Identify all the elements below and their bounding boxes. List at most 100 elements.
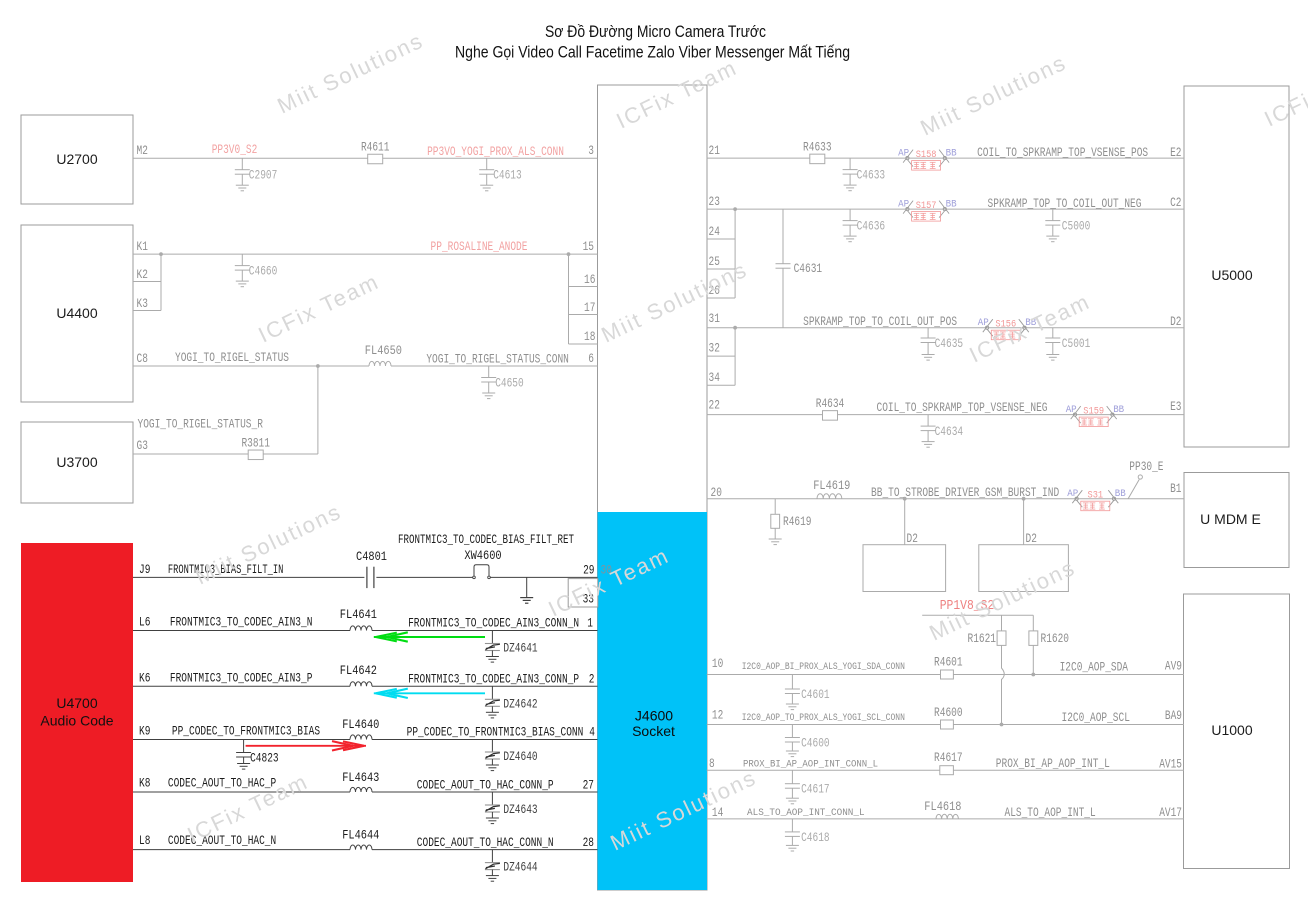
svg-text:U2700: U2700 (56, 151, 97, 167)
svg-text:C5000: C5000 (1062, 220, 1091, 234)
svg-text:PP_CODEC_TO_FRONTMIC3_BIAS: PP_CODEC_TO_FRONTMIC3_BIAS (172, 725, 320, 739)
svg-text:S31: S31 (1088, 490, 1104, 502)
svg-text:15: 15 (583, 240, 594, 254)
svg-text:C4601: C4601 (801, 688, 830, 702)
svg-text:PROX_BI_AP_AOP_INT_CONN_L: PROX_BI_AP_AOP_INT_CONN_L (743, 759, 878, 771)
svg-text:DZ4642: DZ4642 (503, 697, 537, 711)
svg-text:U MDM E: U MDM E (1200, 511, 1261, 527)
svg-text:J4600: J4600 (635, 708, 673, 724)
svg-text:R4601: R4601 (934, 656, 963, 670)
svg-text:12: 12 (712, 709, 723, 723)
svg-text:K2: K2 (137, 268, 148, 282)
svg-text:J9: J9 (139, 563, 150, 577)
svg-text:B1: B1 (1170, 482, 1181, 496)
svg-text:28: 28 (583, 836, 594, 850)
svg-text:C4633: C4633 (857, 169, 886, 183)
svg-text:33: 33 (583, 593, 594, 607)
svg-text:CODEC_AOUT_TO_HAC_N: CODEC_AOUT_TO_HAC_N (168, 834, 276, 848)
svg-text:G3: G3 (137, 439, 148, 453)
svg-text:24: 24 (709, 225, 720, 239)
svg-text:FL4643: FL4643 (342, 771, 379, 785)
svg-text:16: 16 (584, 273, 595, 287)
svg-text:17: 17 (584, 301, 595, 315)
svg-text:2: 2 (589, 672, 595, 686)
svg-text:CODEC_AOUT_TO_HAC_CONN_P: CODEC_AOUT_TO_HAC_CONN_P (417, 779, 554, 793)
svg-text:CODEC_AOUT_TO_HAC_CONN_N: CODEC_AOUT_TO_HAC_CONN_N (417, 836, 554, 850)
svg-text:FRONTMIC3_TO_CODEC_BIAS_FILT_R: FRONTMIC3_TO_CODEC_BIAS_FILT_RET (398, 533, 574, 547)
svg-text:20: 20 (711, 486, 722, 500)
svg-text:C4650: C4650 (495, 377, 524, 391)
svg-text:DZ4644: DZ4644 (503, 861, 537, 875)
svg-text:U1000: U1000 (1211, 722, 1252, 738)
svg-text:FL4650: FL4650 (365, 344, 402, 358)
svg-text:PP_ROSALINE_ANODE: PP_ROSALINE_ANODE (431, 240, 528, 254)
svg-text:C4635: C4635 (935, 337, 964, 351)
svg-text:C4823: C4823 (250, 752, 279, 766)
svg-text:C4801: C4801 (356, 550, 387, 564)
svg-text:C4600: C4600 (801, 737, 830, 751)
svg-text:8: 8 (709, 757, 715, 771)
svg-text:R4619: R4619 (783, 515, 812, 529)
svg-text:C2907: C2907 (249, 169, 277, 183)
svg-text:AP: AP (978, 318, 989, 329)
svg-text:18: 18 (584, 330, 595, 344)
svg-text:Audio Code: Audio Code (40, 713, 113, 729)
svg-text:R3811: R3811 (241, 436, 270, 450)
svg-text:FL4619: FL4619 (813, 479, 850, 493)
svg-text:I2C0_AOP_TO_PROX_ALS_YOGI_SCL_: I2C0_AOP_TO_PROX_ALS_YOGI_SCL_CONN (742, 712, 905, 724)
svg-text:BB: BB (1025, 318, 1036, 329)
svg-text:R1620: R1620 (1041, 632, 1070, 646)
svg-text:BA9: BA9 (1165, 709, 1182, 723)
svg-text:I2C0_AOP_SDA: I2C0_AOP_SDA (1060, 661, 1129, 675)
svg-text:22: 22 (709, 399, 720, 413)
svg-text:AP: AP (1066, 405, 1077, 416)
svg-text:BB: BB (1113, 405, 1124, 416)
svg-text:C4636: C4636 (857, 220, 886, 234)
svg-text:C4631: C4631 (794, 262, 823, 276)
svg-text:U3700: U3700 (56, 454, 97, 470)
svg-text:D2: D2 (907, 532, 918, 546)
svg-text:Sơ Đồ Đường Micro Camera Trước: Sơ Đồ Đường Micro Camera Trước (545, 23, 766, 41)
svg-text:C4618: C4618 (801, 831, 830, 845)
svg-text:S158: S158 (916, 149, 937, 161)
svg-text:COIL_TO_SPKRAMP_TOP_VSENSE_NEG: COIL_TO_SPKRAMP_TOP_VSENSE_NEG (877, 401, 1048, 415)
svg-text:K1: K1 (137, 240, 148, 254)
svg-text:K8: K8 (139, 777, 150, 791)
svg-text:YOGI_TO_RIGEL_STATUS: YOGI_TO_RIGEL_STATUS (175, 351, 289, 365)
svg-text:3: 3 (588, 144, 594, 158)
svg-text:K9: K9 (139, 725, 150, 739)
svg-text:1: 1 (587, 617, 593, 631)
svg-text:S157: S157 (916, 200, 937, 212)
svg-text:ALS_TO_AOP_INT_CONN_L: ALS_TO_AOP_INT_CONN_L (747, 807, 865, 819)
svg-text:4: 4 (589, 726, 595, 740)
svg-text:I2C0_AOP_SCL: I2C0_AOP_SCL (1062, 711, 1130, 725)
svg-text:C4613: C4613 (493, 169, 522, 183)
svg-text:BB_TO_STROBE_DRIVER_GSM_BURST_: BB_TO_STROBE_DRIVER_GSM_BURST_IND (871, 486, 1059, 500)
svg-text:U4700: U4700 (56, 695, 97, 711)
svg-text:C4617: C4617 (801, 783, 830, 797)
svg-text:FL4618: FL4618 (924, 800, 961, 814)
svg-text:34: 34 (709, 371, 720, 385)
svg-text:R4611: R4611 (361, 140, 390, 154)
svg-text:6: 6 (588, 352, 594, 366)
svg-text:CODEC_AOUT_TO_HAC_P: CODEC_AOUT_TO_HAC_P (168, 777, 276, 791)
svg-text:M2: M2 (137, 144, 148, 158)
svg-text:PP30_E: PP30_E (1129, 460, 1163, 474)
svg-text:FL4640: FL4640 (342, 718, 379, 732)
svg-text:YOGI_TO_RIGEL_STATUS_R: YOGI_TO_RIGEL_STATUS_R (138, 418, 264, 432)
svg-text:AV9: AV9 (1165, 660, 1182, 674)
svg-text:FRONTMIC3_TO_CODEC_AIN3_CONN_N: FRONTMIC3_TO_CODEC_AIN3_CONN_N (408, 617, 579, 631)
svg-text:C8: C8 (137, 352, 148, 366)
svg-text:DZ4640: DZ4640 (503, 750, 537, 764)
svg-text:L6: L6 (139, 616, 150, 630)
svg-text:FRONTMIC3_BIAS_FILT_IN: FRONTMIC3_BIAS_FILT_IN (168, 563, 284, 577)
svg-text:K3: K3 (137, 297, 148, 311)
svg-text:YOGI_TO_RIGEL_STATUS_CONN: YOGI_TO_RIGEL_STATUS_CONN (426, 353, 569, 367)
svg-text:29: 29 (583, 564, 594, 578)
svg-text:R4634: R4634 (816, 397, 845, 411)
svg-text:K6: K6 (139, 671, 150, 685)
svg-text:PROX_BI_AP_AOP_INT_L: PROX_BI_AP_AOP_INT_L (996, 757, 1110, 771)
svg-text:S156: S156 (995, 319, 1016, 331)
svg-text:25: 25 (709, 255, 720, 269)
svg-text:BB: BB (946, 149, 957, 160)
